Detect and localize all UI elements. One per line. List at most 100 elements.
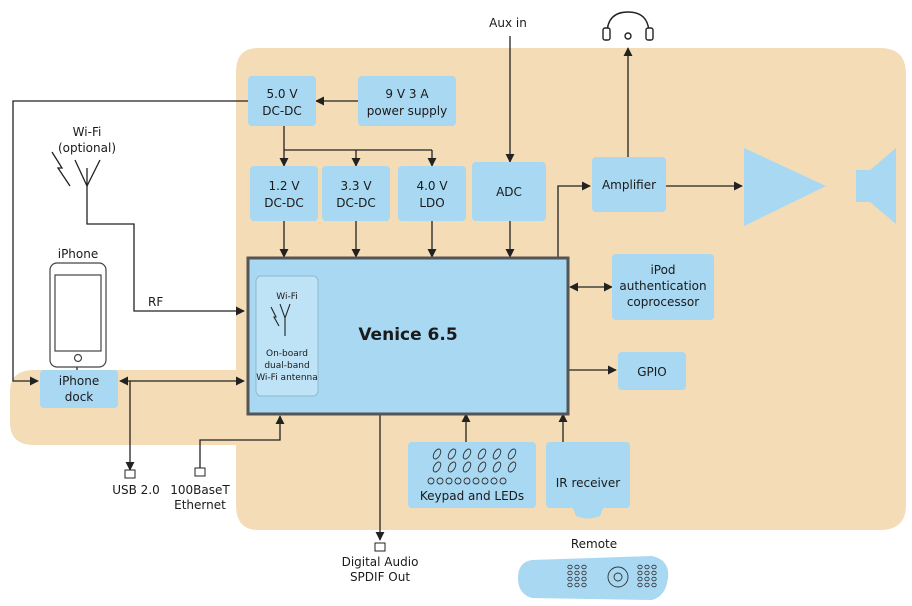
svg-text:IR receiver: IR receiver	[556, 476, 621, 490]
remote-button	[567, 570, 573, 576]
block-4v0-ldo: 4.0 V LDO	[398, 166, 466, 221]
svg-text:DC-DC: DC-DC	[264, 196, 304, 210]
block-power-supply: 9 V 3 A power supply	[358, 76, 456, 126]
connection-wires	[12, 36, 743, 541]
svg-text:iPhone: iPhone	[59, 374, 100, 388]
port-icon	[124, 469, 136, 479]
rf-label: RF	[148, 295, 163, 309]
remote-icon	[518, 556, 669, 600]
svg-text:dock: dock	[65, 390, 94, 404]
svg-text:Wi-Fi antenna: Wi-Fi antenna	[256, 373, 318, 383]
block-1v2-dcdc: 1.2 V DC-DC	[250, 166, 318, 221]
keypad-key	[447, 461, 457, 473]
block-onboard-wifi: Wi-Fi On-board dual-band Wi-Fi antenna	[255, 275, 319, 397]
block-keypad: Keypad and LEDs	[408, 442, 536, 508]
ethernet-sub-label: Ethernet	[174, 498, 226, 512]
remote-button	[651, 582, 657, 588]
spdif-label: Digital Audio	[342, 555, 419, 569]
keypad-key	[432, 448, 442, 460]
svg-text:5.0 V: 5.0 V	[266, 87, 298, 101]
remote-button	[567, 582, 573, 588]
speaker-icon	[856, 148, 896, 224]
remote-button	[651, 576, 657, 582]
block-gpio: GPIO	[618, 352, 686, 390]
remote-button	[581, 564, 587, 570]
keypad-led	[499, 477, 507, 485]
remote-button	[644, 576, 650, 582]
remote-button	[637, 564, 643, 570]
svg-text:power supply: power supply	[367, 104, 447, 118]
spdif-sub-label: SPDIF Out	[350, 570, 410, 584]
remote-button	[574, 570, 580, 576]
wifi-antenna-icon	[270, 303, 291, 336]
keypad-led	[436, 477, 444, 485]
keypad-key	[432, 461, 442, 473]
svg-text:4.0 V: 4.0 V	[416, 179, 448, 193]
port-icon	[374, 542, 386, 552]
block-ipod-auth: iPod authentication coprocessor	[612, 254, 714, 320]
svg-text:dual-band: dual-band	[264, 361, 309, 371]
block-adc: ADC	[472, 162, 546, 221]
wifi-optional-sub-label: (optional)	[58, 141, 116, 155]
keypad-key	[477, 461, 487, 473]
remote-button	[581, 570, 587, 576]
keypad-keys	[427, 448, 517, 485]
keypad-led	[454, 477, 462, 485]
keypad-key	[447, 448, 457, 460]
keypad-led	[463, 477, 471, 485]
keypad-key	[462, 448, 472, 460]
remote-button	[644, 582, 650, 588]
remote-button	[581, 576, 587, 582]
keypad-key	[477, 448, 487, 460]
ethernet-label: 100BaseT	[170, 483, 230, 497]
svg-text:Amplifier: Amplifier	[602, 178, 656, 192]
remote-button	[644, 564, 650, 570]
remote-button	[651, 570, 657, 576]
block-3v3-dcdc: 3.3 V DC-DC	[322, 166, 390, 221]
svg-text:Venice 6.5: Venice 6.5	[358, 325, 457, 345]
svg-text:LDO: LDO	[419, 196, 444, 210]
keypad-led	[481, 477, 489, 485]
remote-button	[651, 564, 657, 570]
usb-label: USB 2.0	[112, 483, 160, 497]
keypad-key	[507, 448, 517, 460]
block-5v-dcdc: 5.0 V DC-DC	[248, 76, 316, 126]
remote-button	[637, 582, 643, 588]
keypad-led	[490, 477, 498, 485]
aux-in-label: Aux in	[489, 16, 527, 30]
svg-text:authentication: authentication	[619, 279, 706, 293]
keypad-led	[445, 477, 453, 485]
remote-button	[567, 564, 573, 570]
block-iphone-dock: iPhone dock	[40, 370, 118, 408]
svg-text:iPod: iPod	[650, 263, 675, 277]
amplifier-triangle-icon	[744, 148, 826, 226]
svg-text:coprocessor: coprocessor	[627, 295, 699, 309]
remote-button	[574, 576, 580, 582]
svg-text:GPIO: GPIO	[637, 365, 667, 379]
wifi-optional-label: Wi-Fi	[73, 125, 102, 139]
svg-text:9 V 3 A: 9 V 3 A	[385, 87, 429, 101]
port-icon	[194, 467, 206, 477]
svg-text:On-board: On-board	[266, 349, 308, 359]
svg-text:DC-DC: DC-DC	[336, 196, 376, 210]
remote-label: Remote	[571, 537, 617, 551]
wifi-antenna-icon	[51, 151, 101, 187]
keypad-led	[427, 477, 435, 485]
remote-button	[574, 582, 580, 588]
iphone-icon	[49, 262, 107, 368]
remote-button	[574, 564, 580, 570]
keypad-key	[492, 461, 502, 473]
remote-button	[637, 570, 643, 576]
keypad-key	[492, 448, 502, 460]
svg-text:3.3 V: 3.3 V	[340, 179, 372, 193]
keypad-led	[472, 477, 480, 485]
svg-text:1.2 V: 1.2 V	[268, 179, 300, 193]
block-ir-receiver: IR receiver	[546, 442, 630, 519]
keypad-key	[462, 461, 472, 473]
remote-button	[581, 582, 587, 588]
block-amplifier: Amplifier	[592, 157, 666, 212]
remote-button	[637, 576, 643, 582]
svg-text:Wi-Fi: Wi-Fi	[276, 292, 297, 302]
